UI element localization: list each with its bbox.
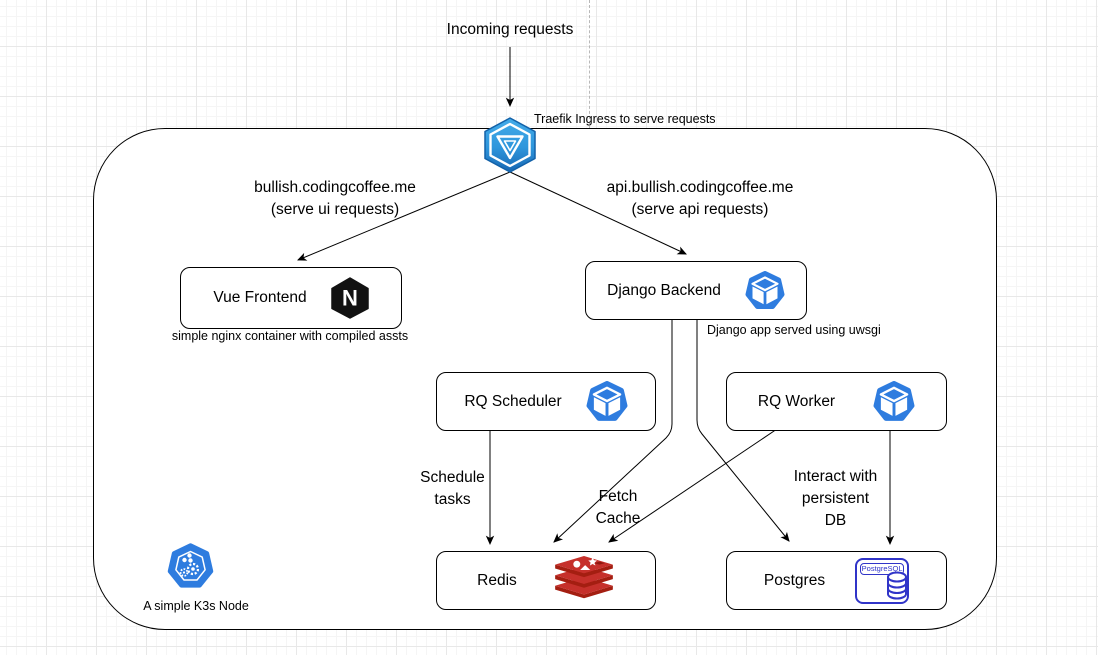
k3s-node-caption: A simple K3s Node: [143, 599, 249, 613]
edge-label-schedule-tasks: Schedule tasks: [420, 469, 485, 508]
container-cube-icon: [586, 380, 628, 421]
node-django-backend[interactable]: Django Backend: [585, 261, 807, 320]
traefik-ingress-icon[interactable]: [484, 117, 536, 178]
node-label: RQ Scheduler: [464, 392, 562, 410]
django-backend-caption: Django app served using uwsgi: [707, 323, 881, 337]
incoming-requests-label: Incoming requests: [446, 21, 574, 38]
node-rq-worker[interactable]: RQ Worker: [726, 372, 947, 431]
postgresql-icon: PostgreSQL: [855, 557, 910, 604]
database-cylinder-icon: [887, 571, 908, 599]
route-api-host: api.bullish.codingcoffee.me: [606, 179, 794, 196]
edge-traefik-to-vue[interactable]: [297, 171, 511, 261]
page-break-line: [589, 0, 590, 129]
edge-traefik-to-django[interactable]: [509, 171, 687, 255]
node-label: RQ Worker: [757, 392, 836, 410]
route-api-note: (serve api requests): [631, 201, 769, 218]
route-ui-host: bullish.codingcoffee.me: [254, 179, 416, 196]
node-vue-frontend[interactable]: Vue Frontend N: [180, 267, 402, 329]
edge-rqworker-to-redis[interactable]: [608, 428, 778, 543]
k3s-node-icon[interactable]: [167, 543, 214, 595]
vue-frontend-caption: simple nginx container with compiled ass…: [171, 329, 409, 343]
edge-django-to-redis[interactable]: [553, 318, 673, 543]
traefik-ingress-caption: Traefik Ingress to serve requests: [534, 112, 716, 126]
node-label: Redis: [477, 571, 517, 589]
route-ui-note: (serve ui requests): [270, 201, 400, 218]
container-cube-icon: [745, 270, 785, 309]
edge-label-fetch-cache: Fetch Cache: [595, 488, 641, 527]
node-label: Vue Frontend: [213, 289, 307, 306]
route-api-label: api.bullish.codingcoffee.me (serve api r…: [580, 177, 820, 221]
edge-django-to-postgres[interactable]: [696, 318, 790, 542]
edge-label-interact-db: Interact with persistent DB: [793, 468, 878, 529]
node-redis[interactable]: Redis: [436, 551, 656, 610]
node-postgres[interactable]: Postgres PostgreSQL: [726, 551, 947, 610]
container-cube-icon: [873, 380, 915, 421]
node-label: Postgres: [763, 571, 826, 589]
nginx-icon: N: [330, 277, 369, 319]
node-label: Django Backend: [607, 281, 721, 299]
node-rq-scheduler[interactable]: RQ Scheduler: [436, 372, 656, 431]
postgresql-icon-text: PostgreSQL: [860, 562, 905, 575]
route-ui-label: bullish.codingcoffee.me (serve ui reques…: [215, 177, 455, 221]
svg-text:N: N: [342, 286, 358, 311]
redis-icon: [554, 555, 613, 598]
